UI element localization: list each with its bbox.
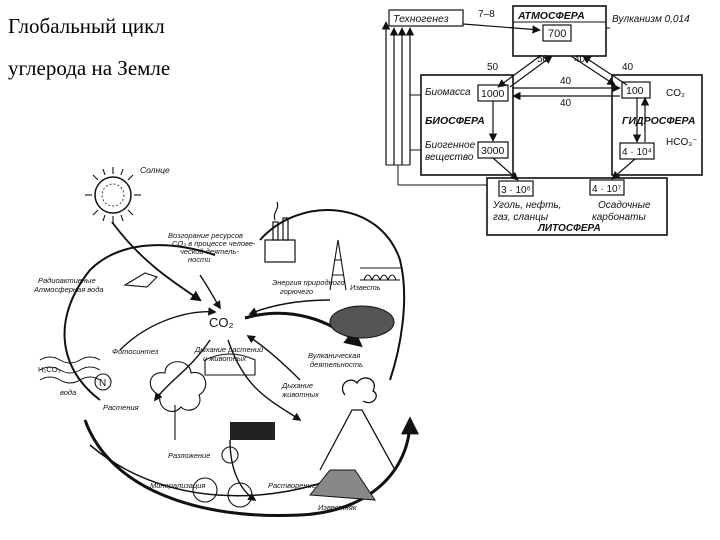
lithosphere-left-value: 3 · 10⁶: [501, 185, 531, 196]
flux-right-40: 40: [622, 62, 634, 73]
co2-label: CO₂: [666, 88, 685, 99]
volcano-icon: [319, 377, 396, 471]
sun-icon: [85, 167, 141, 223]
biogenic-value: 3000: [481, 145, 505, 157]
hydrosphere-label: ГИДРОСФЕРА: [622, 115, 695, 127]
combustion-label-3: ческой деятель-: [180, 247, 239, 256]
leaves-icon: [192, 446, 253, 508]
technogenesis-label: Техногенез: [393, 13, 449, 25]
flux-mid-40: 40: [574, 54, 586, 65]
technogenesis-box: [388, 9, 464, 27]
svg-text:N: N: [99, 378, 106, 389]
lithosphere-label: ЛИТОСФЕРА: [537, 223, 601, 234]
sun-label: Солнце: [140, 165, 170, 175]
hydrosphere-box: [611, 74, 703, 176]
mineralization-label: Минерализация: [150, 481, 205, 490]
biomass-value: 1000: [481, 88, 505, 100]
combustion-label: Возгорание ресурсов: [168, 231, 243, 240]
volcanism-label: Вулканизм 0,014: [612, 14, 690, 25]
lithosphere-right-value: 4 · 10⁷: [592, 184, 622, 195]
flux-bio-hydro-top: 40: [560, 76, 572, 87]
co2-value: 100: [626, 85, 644, 97]
animal-breath-label-2: животных: [281, 390, 319, 399]
rain-label-2: Атмосферная вода: [33, 285, 104, 294]
respiration-label: Дыхание растений: [194, 345, 264, 354]
factory-icon: [264, 201, 296, 263]
co2-center-label: CO₂: [209, 315, 234, 330]
flux-bio-hydro-bottom: 40: [560, 98, 572, 109]
flux-left-50: 50: [487, 62, 499, 73]
coal-heap-icon: [329, 305, 395, 339]
atmosphere-value: 700: [548, 28, 566, 40]
respiration-label-2: и животных: [203, 354, 246, 363]
lithosphere-right-text-1: Осадочные: [598, 200, 651, 211]
h2co3-label: H₂CO₃: [38, 365, 61, 374]
photosynthesis-label: Фотосинтез: [112, 347, 159, 356]
biogenic-label-2: вещество: [425, 152, 474, 163]
volcanic-label-2: деятельность: [310, 360, 363, 369]
hco3-value: 4 · 10⁴: [622, 147, 652, 158]
cow-icon: [204, 353, 256, 376]
flux-mid-50: 50: [537, 54, 549, 65]
waters-label: вода: [60, 388, 76, 397]
limestone-label: Известь: [350, 283, 381, 292]
dissolution-label: Растворение: [268, 481, 316, 490]
atmosphere-label: АТМОСФЕРА: [517, 10, 585, 22]
limestone-icon: [309, 469, 376, 501]
hco3-label: HCO₃⁻: [666, 137, 698, 148]
limestone-bottom-label: Известняк: [318, 503, 357, 512]
lithosphere-box: [486, 177, 668, 236]
animal-breath-label: Дыхание: [281, 381, 313, 390]
technogenesis-flux: 7–8: [478, 9, 495, 20]
biogenic-label-1: Биогенное: [425, 140, 476, 151]
biosphere-label: БИОСФЕРА: [425, 115, 485, 127]
energy-label: Энергия природного: [272, 278, 345, 287]
lithosphere-left-text-2: газ, сланцы: [493, 212, 549, 223]
page-title-line-1: Глобальный цикл: [8, 14, 165, 38]
hand-icon: [123, 272, 159, 288]
nitrogen-icon: N: [94, 373, 112, 391]
lithosphere-left-text-1: Уголь, нефть,: [492, 199, 561, 211]
biomass-label: Биомасса: [425, 87, 471, 98]
volcanic-label: Вулканическая: [308, 351, 360, 360]
combustion-label-4: ности: [188, 255, 211, 264]
bridge-icon: [360, 267, 402, 281]
atmosphere-box: [512, 5, 607, 57]
decomposition-label: Разложение: [168, 451, 210, 460]
energy-label-2: горючего: [280, 287, 313, 296]
oil-rig-icon: [329, 239, 347, 291]
rain-label: Радиоактивные: [38, 276, 96, 285]
page-title-line-2: углерода на Земле: [8, 56, 171, 80]
water-icon: [39, 356, 101, 384]
plants-label: Растения: [103, 403, 139, 412]
tree-icon: [149, 361, 207, 440]
lithosphere-right-text-2: карбонаты: [592, 211, 646, 223]
combustion-label-2: CO₂ в процессе челове-: [172, 239, 256, 248]
biosphere-box: [420, 74, 514, 176]
soil-icon: [230, 422, 275, 440]
